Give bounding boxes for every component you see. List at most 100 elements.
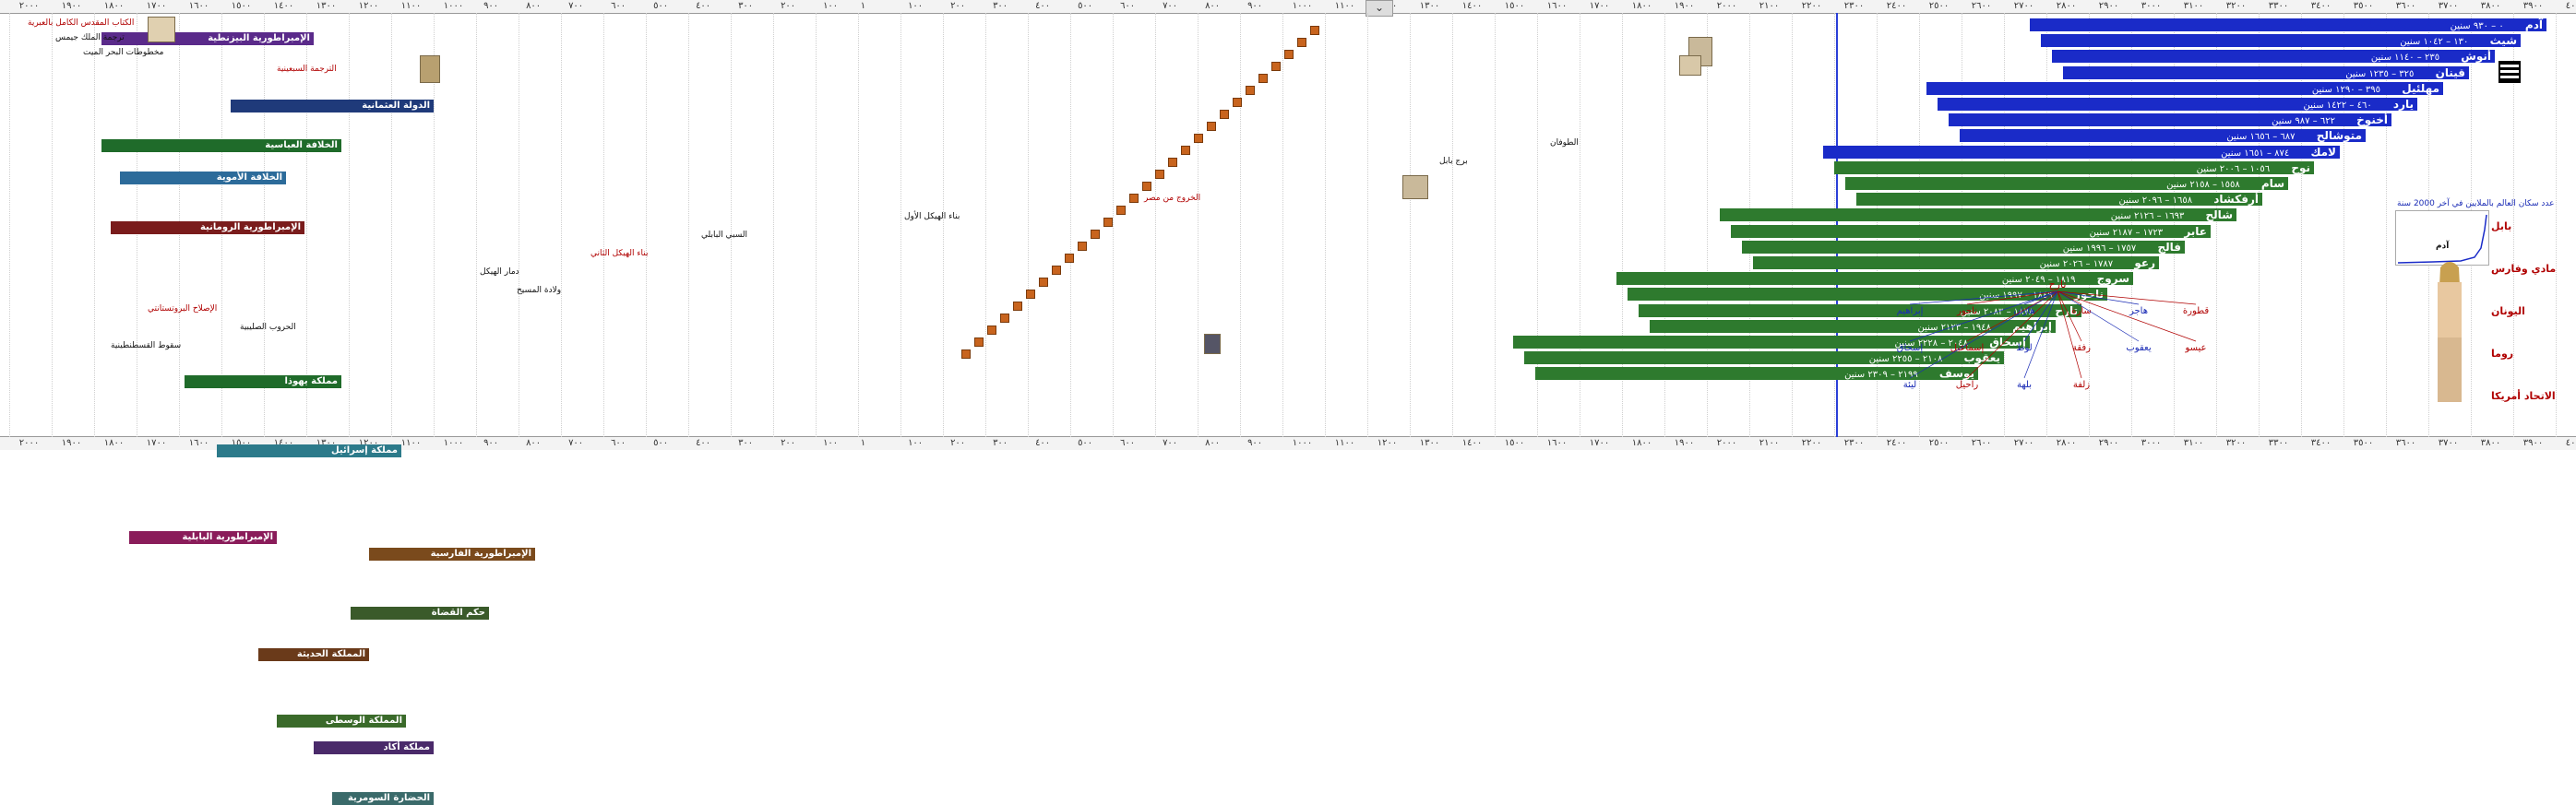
patriarch-bar[interactable]: شالح ١٦٩٣ – ٢١٢٦ سنين <box>1720 208 2236 222</box>
ruler-tick-label: ٢٠٠٠ <box>18 438 40 448</box>
ruler-tick-label: ٢٠٠ <box>950 1 966 11</box>
empire-label: الاتحاد أمريكا <box>2491 390 2556 402</box>
ruler-tick-label: ٢٦٠٠ <box>1971 438 1992 448</box>
ruler-tick-label: ١٥٠٠ <box>1504 438 1525 448</box>
patriarch-bar[interactable]: إسحاق ٢٠٤٨ – ٢٢٢٨ سنين <box>1513 336 2030 349</box>
event-note: الخروج من مصر <box>1144 194 1201 203</box>
kingdom-bar[interactable]: المملكة الوسطى <box>277 715 406 728</box>
patriarch-bar[interactable]: شيث ١٣٠ – ١٠٤٢ سنين <box>2041 34 2521 48</box>
event-note: دمار الهيكل <box>480 267 519 277</box>
patriarch-bar[interactable]: يوسف ٢١٩٩ – ٢٣٠٩ سنين <box>1535 367 1978 381</box>
generation-marker <box>1207 122 1216 131</box>
grid-line <box>688 13 689 437</box>
patriarch-bar[interactable]: سروج ١٨١٩ – ٢٠٤٩ سنين <box>1616 272 2133 286</box>
ruler-tick-label: ٨٠٠ <box>1205 1 1221 11</box>
kingdom-bar[interactable]: الدولة العثمانية <box>231 100 434 112</box>
kingdom-bar[interactable]: المملكة الحديثة <box>258 648 369 662</box>
event-note: بناء الهيكل الأول <box>904 212 960 221</box>
ruler-tick-label: ٢٩٠٠ <box>2098 438 2119 448</box>
collapse-chevron-button[interactable]: ⌄ <box>1366 0 1393 17</box>
patriarch-name: سروج <box>2096 272 2129 286</box>
patriarch-bar[interactable]: سام ١٥٥٨ – ٢١٥٨ سنين <box>1845 177 2288 190</box>
kingdom-bar[interactable]: مملكة يهوذا <box>185 374 341 388</box>
kingdom-bar[interactable]: الإمبراطورية الفارسية <box>369 548 535 561</box>
ruler-tick-label: ٥٠٠ <box>653 1 669 11</box>
kingdom-bar[interactable]: حكم القضاة <box>351 607 489 620</box>
family-tree-node: راحيل <box>1956 380 1979 390</box>
patriarch-bar[interactable]: عابر ١٧٢٣ – ٢١٨٧ سنين <box>1731 224 2211 238</box>
generation-marker <box>1194 134 1203 143</box>
patriarch-bar[interactable]: قينان ٣٢٥ – ١٢٣٥ سنين <box>2063 65 2469 79</box>
patriarch-bar[interactable]: أخنوخ ٦٢٢ – ٩٨٧ سنين <box>1949 113 2391 127</box>
ruler-tick-label: ١٧٠٠ <box>146 1 167 11</box>
ruler-tick-label: ١٥٠٠ <box>231 438 252 448</box>
ruler-tick-label: ٢٠٠ <box>950 438 966 448</box>
grid-line <box>985 13 986 437</box>
family-tree-link <box>1966 290 2058 342</box>
patriarch-bar[interactable]: أنوش ٢٣٥ – ١١٤٠ سنين <box>2052 50 2495 64</box>
event-note: ولادة المسيح <box>517 286 562 295</box>
kingdom-bar[interactable]: الإمبراطورية البابلية <box>129 531 277 544</box>
ruler-tick-label: ١٧٠٠ <box>1589 438 1610 448</box>
kingdom-bar[interactable]: الخلافة العباسية <box>101 138 341 152</box>
ruler-tick-label: ١٥٠٠ <box>231 1 252 11</box>
generation-marker <box>1168 158 1177 167</box>
figure-label: آدم <box>2436 242 2450 251</box>
grid-line <box>2556 13 2557 437</box>
ruler-tick-label: ١٢٠٠ <box>358 438 379 448</box>
family-tree-link <box>2057 290 2197 305</box>
grid-line <box>1537 13 1538 437</box>
ruler-tick-label: ١٤٠٠ <box>273 1 294 11</box>
patriarch-bar[interactable]: يارد ٤٦٠ – ١٤٢٢ سنين <box>1938 98 2417 111</box>
patriarch-bar[interactable]: متوشالح ٦٨٧ – ١٦٥٦ سنين <box>1960 129 2366 143</box>
ruler-tick-label: ٣٩٠٠ <box>2522 438 2544 448</box>
grid-line <box>1325 13 1326 437</box>
patriarch-bar[interactable]: آدم ٠ – ٩٣٠ سنين <box>2030 18 2546 31</box>
patriarch-bar[interactable]: مهلئيل ٣٩٥ – ١٢٩٠ سنين <box>1926 81 2443 95</box>
patriarch-name: إسحاق <box>1989 336 2026 349</box>
ruler-tick-label: ٢٨٠٠ <box>2056 438 2077 448</box>
qr-code-icon[interactable] <box>2498 61 2521 83</box>
patriarch-bar[interactable]: إبراهيم ١٩٤٨ – ٢١٢٣ سنين <box>1650 319 2056 333</box>
ruler-tick-label: ٢١٠٠ <box>1759 438 1780 448</box>
ruler-tick-label: ٥٠٠ <box>1078 1 1093 11</box>
grid-line <box>2386 13 2387 437</box>
ruler-tick-label: ٣٤٠٠ <box>2310 1 2332 11</box>
patriarch-bar[interactable]: لامك ٨٧٤ – ١٦٥١ سنين <box>1823 145 2340 159</box>
kingdom-bar[interactable]: مملكة إسرائيل <box>217 444 401 457</box>
ruler-tick-label: ١٤٠٠ <box>1461 438 1483 448</box>
kingdom-bar[interactable]: الخلافة الأموية <box>120 172 286 184</box>
patriarch-name: يارد <box>2392 98 2414 111</box>
family-tree-link <box>2057 290 2140 305</box>
patriarch-span: ٦٨٧ – ١٦٥٦ سنين <box>2226 132 2298 143</box>
patriarch-name: سام <box>2260 177 2284 190</box>
event-note: الترجمة السبعينية <box>277 65 337 74</box>
ruler-tick-label: ٧٠٠ <box>568 1 584 11</box>
patriarch-bar[interactable]: فالج ١٧٥٧ – ١٩٩٦ سنين <box>1742 240 2185 254</box>
grid-line <box>943 13 944 437</box>
patriarch-bar[interactable]: أرفكشاد ١٦٥٨ – ٢٠٩٦ سنين <box>1856 193 2262 207</box>
patriarch-bar[interactable]: رعو ١٧٨٧ – ٢٠٢٦ سنين <box>1753 256 2159 269</box>
family-tree-link <box>2057 290 2082 342</box>
kingdom-bar[interactable]: مملكة أكاد <box>314 741 434 754</box>
family-tree-link <box>2057 290 2140 342</box>
family-tree-title: تارح <box>2049 278 2067 290</box>
patriarch-span: ٣٢٥ – ١٢٣٥ سنين <box>2345 68 2417 79</box>
kingdom-bar[interactable]: الإمبراطورية البيزنطية <box>101 32 314 46</box>
kingdom-bar[interactable]: الإمبراطورية الرومانية <box>111 221 304 234</box>
ruler-tick-label: ١٢٠٠ <box>358 1 379 11</box>
patriarch-bar[interactable]: نوح ١٠٥٦ – ٢٠٠٦ سنين <box>1834 160 2314 174</box>
grid-line <box>1707 13 1708 437</box>
generation-marker <box>1103 218 1113 227</box>
kingdom-bar[interactable]: الحضارة السومرية <box>332 792 434 805</box>
event-note: الإصلاح البروتستانتي <box>148 304 218 314</box>
grid-line <box>2301 13 2302 437</box>
ruler-tick-label: ٣٢٠٠ <box>2225 438 2247 448</box>
ruler-tick-label: ١٠٠ <box>908 1 924 11</box>
family-tree-link <box>2057 290 2197 342</box>
grid-line <box>1367 13 1368 437</box>
family-tree-link <box>2023 290 2058 379</box>
event-note: بناء الهيكل الثاني <box>590 249 649 258</box>
patriarch-bar[interactable]: يعقوب ٢١٠٨ – ٢٢٥٥ سنين <box>1524 351 2004 365</box>
manuscript-image <box>420 55 440 83</box>
